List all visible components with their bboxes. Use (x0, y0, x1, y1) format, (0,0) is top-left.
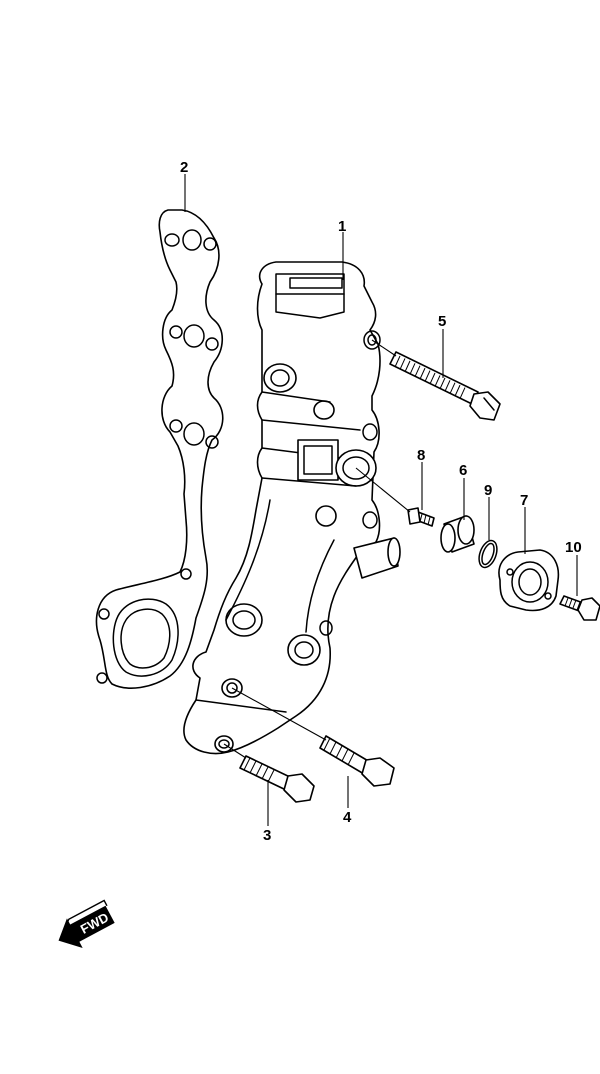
thread-line (409, 363, 416, 375)
callout-6: 6 (459, 462, 467, 479)
bolt-part-3[interactable] (239, 755, 315, 803)
thread-line (459, 387, 466, 399)
thread-line (434, 375, 441, 387)
thread-line (454, 384, 461, 397)
thread-line (449, 382, 456, 394)
thread-line (444, 380, 451, 392)
thread-line (394, 355, 401, 368)
callout-1: 1 (338, 218, 346, 235)
thread-line (414, 365, 421, 377)
bolt-part-4[interactable] (319, 735, 395, 787)
bolt-part-8[interactable] (407, 507, 435, 527)
spacer-part-6[interactable] (440, 515, 475, 553)
thread-line (439, 377, 446, 390)
callout-leaders (184, 174, 578, 826)
callout-10: 10 (565, 539, 582, 556)
gasket-part-2[interactable] (95, 209, 224, 689)
cover-part-7[interactable] (498, 549, 560, 612)
callout-8: 8 (417, 447, 425, 464)
bolt-part-10[interactable] (559, 595, 600, 621)
housing-part-1[interactable] (183, 261, 401, 755)
thread-line (429, 372, 436, 385)
callout-labels: 1 2 3 4 5 6 7 8 9 10 (180, 159, 582, 844)
o-ring-part-9[interactable] (476, 538, 501, 570)
assembly-lines (223, 339, 411, 759)
callout-5: 5 (438, 313, 446, 330)
callout-4: 4 (343, 809, 352, 826)
callout-9: 9 (484, 482, 492, 499)
bolt-part-5[interactable] (389, 351, 501, 421)
callout-7: 7 (520, 492, 528, 509)
thread-line (404, 360, 411, 373)
arrow-left-down-icon: FWD (58, 899, 115, 948)
thread-line (419, 367, 426, 380)
fwd-direction-indicator: FWD (58, 899, 115, 948)
thread-line (399, 358, 406, 370)
callout-2: 2 (180, 159, 188, 176)
thread-line (424, 370, 431, 382)
callout-3: 3 (263, 827, 271, 844)
